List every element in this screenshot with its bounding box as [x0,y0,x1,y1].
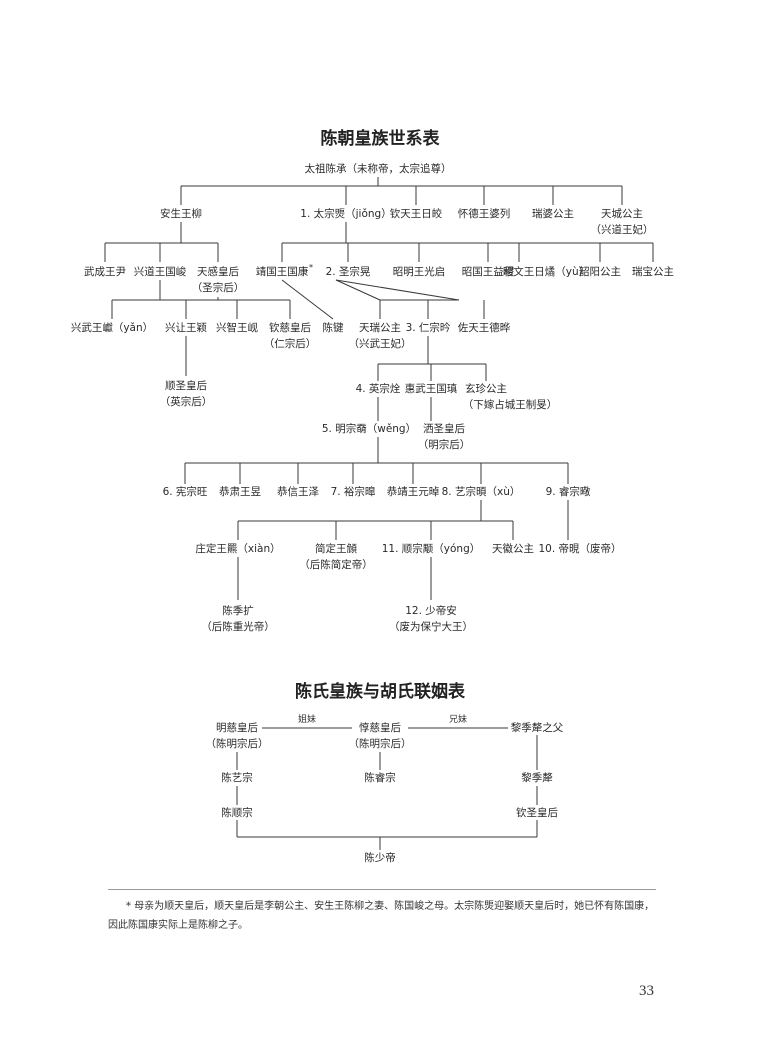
person-yuzong: 7. 裕宗暭 [331,485,376,498]
person-tiancheng-princess: 天城公主 [601,208,643,220]
person-qinsheng-empress: 钦圣皇后 [516,806,558,819]
tree1-connectors [104,177,654,600]
person-zhaoguo-wang: 昭国王益稷 [462,265,515,278]
person-zhuangding-wang: 庄定王羆（xiàn） [195,542,280,555]
person-qinci-empress: 钦慈皇后 [269,321,311,334]
footnote-marker: * [309,263,313,272]
person-tianrui-princess: 天瑞公主 [359,322,401,334]
person-mingci-note: （陈明宗后） [206,737,269,750]
person-chen-jikuo: 陈季扩 [222,604,254,617]
person-jianding-note: （后陈简定帝） [299,558,373,571]
person-qinci-note: （仁宗后） [264,337,317,350]
person-zhaowen-wang: 昭文王日燏（yù） [503,265,589,278]
person-xingzhi-wang: 兴智王岘 [216,321,258,334]
person-chen-ruizong: 陈睿宗 [364,771,396,784]
tree2-connectors [236,727,538,850]
person-xingrang-wang: 兴让王颖 [165,321,207,334]
person-shunsheng-note: （英宗后） [160,395,213,408]
person-xuanzhen-note: （下嫁占城王制旻） [463,398,558,411]
person-huaide-wang: 怀德王婆列 [458,207,511,220]
person-chen-shunzong: 陈顺宗 [221,806,253,819]
person-dunci-empress: 惇慈皇后 [359,721,401,734]
person-gongjing-wang: 恭靖王元晫 [387,485,440,498]
person-li-jimao-father: 黎季犛之父 [511,721,564,734]
person-mingci-empress: 明慈皇后 [216,721,258,734]
person-huiwu-wang: 惠武王国瑱 [405,382,458,395]
person-shaoyang-princess: 韶阳公主 [579,265,621,278]
person-qintian-wang: 钦天王日皎 [390,207,443,220]
person-ansheng-wang: 安生王柳 [160,207,202,220]
person-taizong: 1. 太宗煚（jiǒng） [300,207,391,220]
tree1-title: 陈朝皇族世系表 [320,129,440,149]
person-jianding-wang: 简定王頠 [315,542,357,555]
person-zuotian-wang: 佐天王德晔 [458,321,511,334]
tree2-title: 陈氏皇族与胡氏联姻表 [295,682,465,702]
footnote-text: * 母亲为顺天皇后，顺天皇后是李朝公主、安生王陈柳之妻、陈国峻之母。太宗陈煚迎娶… [108,901,655,931]
relation-sisters-label: 姐妹 [298,713,316,725]
person-dixian: 10. 帝晛（废帝） [538,542,621,555]
person-ruibao-princess: 瑞宝公主 [632,265,674,278]
person-tianhui-princess: 天徽公主 [492,542,534,555]
person-mingzong: 5. 明宗奣（wěng） [322,422,416,435]
person-tiancheng-note: （兴道王妃） [591,223,654,236]
tree1-nodes: 太祖陈承（未称帝，太宗追尊） 安生王柳 1. 太宗煚（jiǒng） 钦天王日皎 … [71,162,674,633]
person-lisheng-empress: 洒圣皇后 [423,422,465,435]
person-tiangan-empress: 天感皇后 [197,265,239,278]
person-xuanzhen-princess: 玄珍公主 [465,382,507,395]
relation-siblings-label: 兄妹 [449,713,467,725]
person-tiangan-note: （圣宗后） [192,281,245,294]
person-shaodi: 12. 少帝安 [405,604,457,617]
person-wucheng-wang: 武成王尹 [84,265,126,278]
person-ruizong: 9. 睿宗曔 [546,485,591,498]
person-shengzong: 2. 圣宗晃 [326,265,371,278]
person-chen-jian: 陈键 [323,321,344,334]
person-shunsheng-empress: 顺圣皇后 [165,379,207,392]
person-jingguo-wang: 靖国王国康 [256,265,309,278]
person-dunci-note: （陈明宗后） [349,737,412,750]
person-gongxin-wang: 恭信王泽 [277,485,319,498]
person-chen-jikuo-note: （后陈重光帝） [201,620,275,633]
person-xingdao-wang: 兴道王国峻 [134,265,187,278]
person-xingwu-wang: 兴武王巘（yǎn） [71,321,153,334]
person-chen-shaodi: 陈少帝 [364,851,396,864]
footnote-divider [108,889,656,890]
person-shaodi-note: （废为保宁大王） [389,620,473,633]
page-number: 33 [639,983,654,999]
person-zhaoming-wang: 昭明王光启 [393,265,446,278]
person-renzong: 3. 仁宗昑 [406,321,451,334]
person-yingzong: 4. 英宗烇 [356,382,401,395]
person-yizong: 8. 艺宗暊（xù） [442,485,521,498]
tree2-nodes: 明慈皇后 （陈明宗后） 惇慈皇后 （陈明宗后） 黎季犛之父 姐妹 兄妹 陈艺宗 … [206,713,564,864]
person-tianrui-note: （兴武王妃） [349,337,412,350]
person-lisheng-note: （明宗后） [418,438,471,451]
person-chen-yizong: 陈艺宗 [221,771,253,784]
person-gongsu-wang: 恭肃王昱 [219,485,261,498]
root-node: 太祖陈承（未称帝，太宗追尊） [305,162,452,175]
person-ruipo-princess: 瑞婆公主 [532,208,574,220]
person-xianzong: 6. 宪宗旺 [163,485,208,498]
person-li-jimao: 黎季犛 [521,771,553,784]
person-shunzong: 11. 顺宗颙（yóng） [382,542,481,555]
